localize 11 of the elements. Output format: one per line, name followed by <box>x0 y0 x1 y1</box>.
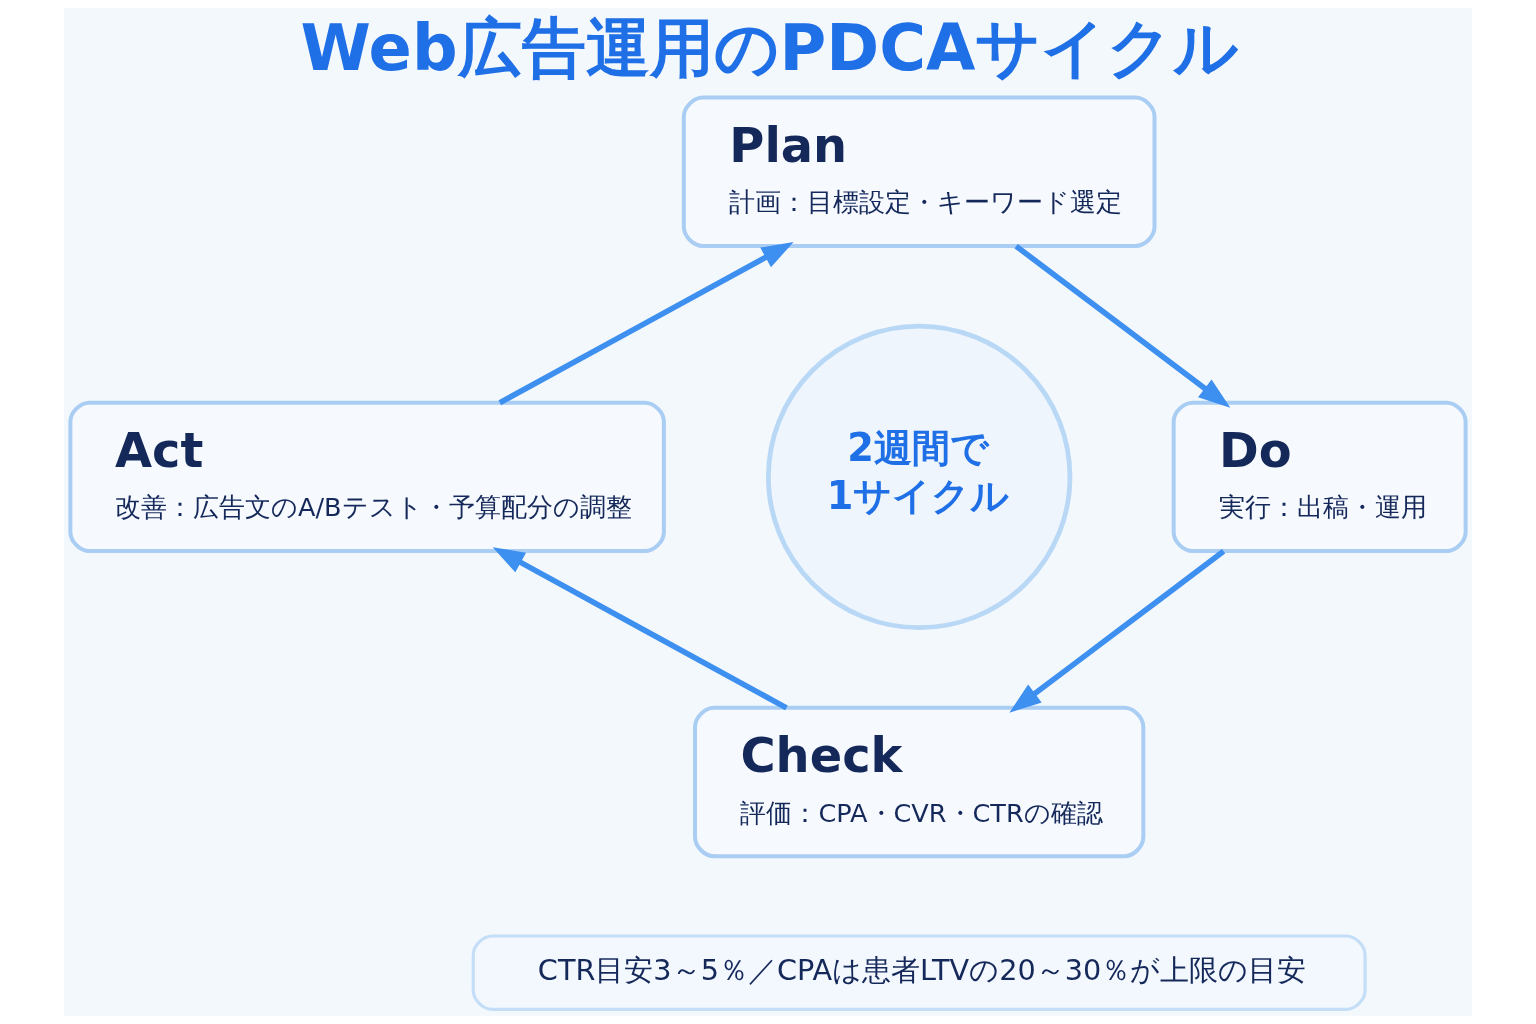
node-circle: 2週間で1サイクル <box>766 323 1073 631</box>
node-box: Plan 計画：目標設定・キーワード選定 <box>681 95 1157 248</box>
arrow <box>1014 243 1231 408</box>
node-box: Act 改善：広告文のA/Bテスト・予算配分の調整 <box>68 400 666 554</box>
node-box: Check 評価：CPA・CVR・CTRの確認 <box>693 705 1146 859</box>
arrow <box>1009 548 1226 713</box>
diagram-title: Web広告運用のPDCAサイクル <box>300 11 1240 86</box>
arrow <box>498 242 794 406</box>
arrow <box>492 547 788 711</box>
node-box: CTR目安3～5％／CPAは患者LTVの20～30％が上限の目安 <box>471 934 1367 1011</box>
node-box: Do 実行：出稿・運用 <box>1171 400 1468 554</box>
